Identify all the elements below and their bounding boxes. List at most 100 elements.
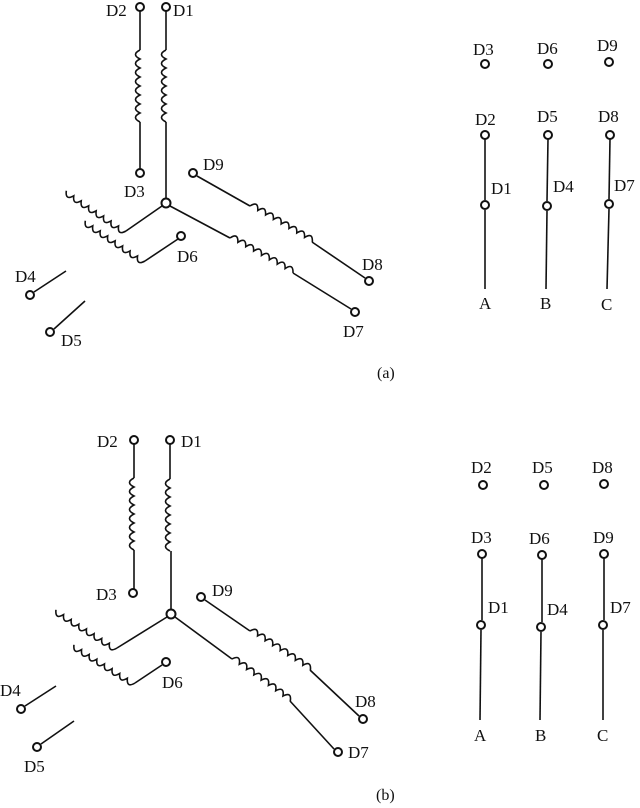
connection-panel-a: D3 D6 D9 D2 D5 D8 D1 D4 D7 A [473, 36, 635, 314]
panel-low-label-3: D7 [614, 176, 635, 195]
panel-low-terminal-2 [536, 622, 546, 632]
label-d3: D3 [124, 182, 145, 201]
panel-mid-label-2: D5 [537, 107, 558, 126]
panel-low-terminal-1 [480, 200, 490, 210]
panel-top-terminal-2 [539, 480, 549, 490]
terminal-d9 [196, 592, 206, 602]
label-d8: D8 [355, 692, 376, 711]
diagram-a: D2 D1 D3 D9 D4 D5 D6 D8 D7 D3 D6 D9 [15, 1, 635, 382]
panel-top-terminal-3 [599, 479, 609, 489]
panel-mid-terminal-3 [599, 549, 609, 559]
winding-d9-d8 [204, 599, 360, 717]
panel-low-terminal-1 [476, 620, 486, 630]
panel-mid-label-3: D9 [593, 528, 614, 547]
panel-top-terminal-1 [480, 59, 490, 69]
panel-low-label-2: D4 [547, 600, 568, 619]
panel-mid-terminal-2 [537, 550, 547, 560]
panel-top-terminal-1 [478, 480, 488, 490]
label-d2: D2 [97, 432, 118, 451]
phase-label-a: A [474, 726, 487, 745]
panel-low-label-1: D1 [488, 598, 509, 617]
terminal-d4 [16, 704, 26, 714]
label-d1: D1 [181, 432, 202, 451]
panel-low-terminal-3 [604, 199, 614, 209]
panel-mid-label-1: D2 [475, 110, 496, 129]
panel-mid-label-1: D3 [471, 528, 492, 547]
label-d5: D5 [24, 757, 45, 776]
label-d2: D2 [106, 1, 127, 20]
terminal-d2 [129, 435, 139, 445]
label-d5: D5 [61, 331, 82, 350]
panel-low-terminal-2 [542, 201, 552, 211]
terminal-d1 [165, 435, 175, 445]
panel-low-label-3: D7 [610, 598, 631, 617]
connection-panel-b: D2 D5 D8 D3 D6 D9 D1 D4 D7 A [471, 458, 631, 745]
label-d4: D4 [0, 681, 21, 700]
star-winding-b: D2 D1 D3 D9 D4 D5 D6 D8 D7 [0, 432, 376, 776]
winding-center-d7 [169, 205, 352, 310]
terminal-d2 [135, 2, 145, 12]
winding-d2-d3 [134, 11, 142, 169]
panel-mid-terminal-2 [543, 130, 553, 140]
winding-d2-d3 [128, 444, 136, 589]
panel-mid-terminal-1 [480, 130, 490, 140]
caption-b: (b) [376, 787, 395, 804]
panel-top-label-3: D8 [592, 458, 613, 477]
terminal-d7 [350, 307, 360, 317]
caption-a: (a) [377, 365, 395, 382]
phase-label-c: C [601, 295, 612, 314]
winding-d6-d5 [53, 220, 179, 330]
terminal-d5 [32, 742, 42, 752]
terminal-d1 [161, 2, 171, 12]
phase-label-c: C [597, 726, 608, 745]
star-center-node [165, 608, 177, 620]
phase-label-b: B [540, 294, 551, 313]
diagram-b: D2 D1 D3 D9 D4 D5 D6 D8 D7 D2 D5 D8 [0, 432, 631, 804]
panel-low-terminal-3 [598, 620, 608, 630]
label-d7: D7 [348, 743, 369, 762]
label-d9: D9 [203, 155, 224, 174]
label-d9: D9 [212, 581, 233, 600]
star-center-node [160, 197, 172, 209]
panel-top-terminal-3 [604, 57, 614, 67]
terminal-d3 [128, 588, 138, 598]
winding-center-d7 [174, 616, 335, 750]
panel-top-label-1: D3 [473, 40, 494, 59]
winding-center-d4 [24, 609, 168, 707]
terminal-d3 [135, 168, 145, 178]
label-d1: D1 [173, 1, 194, 20]
winding-center-d4 [33, 190, 163, 293]
phase-label-b: B [535, 726, 546, 745]
winding-d9-d8 [196, 175, 366, 279]
winding-d1-center [164, 444, 172, 610]
panel-top-label-2: D6 [537, 39, 558, 58]
panel-top-terminal-2 [543, 59, 553, 69]
label-d6: D6 [177, 247, 198, 266]
winding-d6-d5 [40, 644, 163, 745]
terminal-d4 [25, 290, 35, 300]
winding-d1-center [160, 11, 168, 199]
panel-mid-terminal-3 [605, 130, 615, 140]
terminal-d8 [364, 276, 374, 286]
terminal-d7 [333, 747, 343, 757]
panel-mid-label-3: D8 [598, 107, 619, 126]
phase-label-a: A [479, 294, 492, 313]
terminal-d9 [188, 168, 198, 178]
panel-top-label-3: D9 [597, 36, 618, 55]
label-d3: D3 [96, 585, 117, 604]
terminal-d5 [45, 327, 55, 337]
panel-mid-label-2: D6 [529, 529, 550, 548]
panel-low-label-1: D1 [491, 179, 512, 198]
panel-mid-terminal-1 [477, 549, 487, 559]
terminal-d8 [358, 714, 368, 724]
label-d8: D8 [362, 255, 383, 274]
label-d7: D7 [343, 322, 364, 341]
star-winding-a: D2 D1 D3 D9 D4 D5 D6 D8 D7 [15, 1, 383, 350]
panel-top-label-1: D2 [471, 458, 492, 477]
label-d6: D6 [162, 673, 183, 692]
terminal-d6 [161, 657, 171, 667]
panel-top-label-2: D5 [532, 458, 553, 477]
panel-low-label-2: D4 [553, 177, 574, 196]
terminal-d6 [176, 231, 186, 241]
